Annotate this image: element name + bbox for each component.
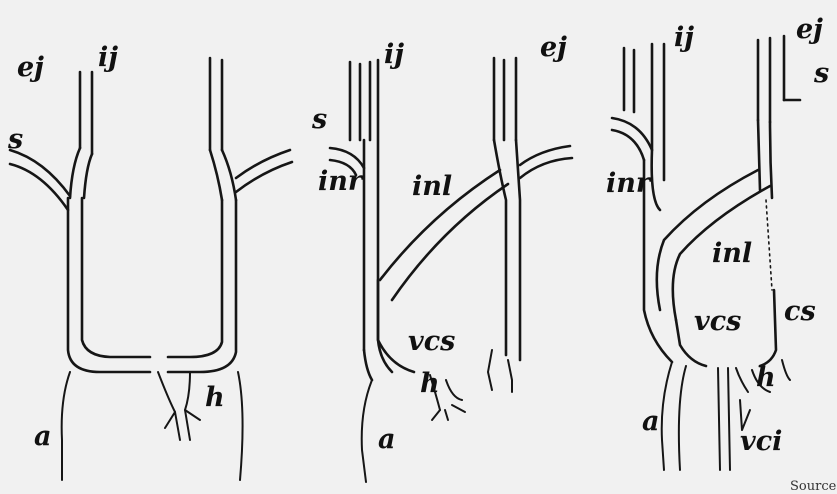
label-h: h	[756, 362, 776, 393]
panel-3: ij ej s inr inl vcs cs h a vci	[606, 14, 829, 470]
panel-1-right-vein	[168, 58, 292, 372]
label-a: a	[34, 421, 52, 452]
source-credit: Source	[790, 479, 837, 494]
label-s: s	[311, 104, 327, 135]
label-ij: ij	[674, 22, 694, 53]
panel-2: s ij ej inr inl vcs h a	[311, 32, 572, 482]
panel-2-left-jugular	[494, 58, 572, 360]
label-vcs: vcs	[408, 326, 455, 357]
label-inl: inl	[712, 238, 752, 269]
label-inl: inl	[412, 171, 452, 202]
panel-3-aorta	[662, 362, 686, 470]
panel-1-left-vein	[10, 72, 150, 372]
panel-1: ej ij s h a	[7, 42, 292, 480]
label-inr: inr	[318, 166, 364, 197]
label-ej: ej	[17, 52, 44, 83]
label-a: a	[378, 424, 396, 455]
label-s: s	[7, 124, 23, 155]
label-ij: ij	[98, 42, 118, 73]
label-a: a	[642, 406, 660, 437]
label-ej: ej	[796, 14, 823, 45]
panel-3-left-jugular	[758, 36, 800, 198]
label-cs: cs	[784, 296, 816, 327]
label-ej: ej	[540, 32, 567, 63]
panel-3-right-jugular	[612, 44, 672, 362]
label-h: h	[420, 368, 440, 399]
label-ij: ij	[384, 39, 404, 70]
panel-3-obliterated	[760, 200, 790, 380]
panel-2-right-jugular	[330, 60, 392, 380]
label-vcs: vcs	[694, 306, 741, 337]
panel-1-hepatic	[158, 372, 200, 440]
label-inr: inr	[606, 168, 652, 199]
label-h: h	[205, 382, 225, 413]
label-s: s	[813, 58, 829, 89]
label-vci: vci	[740, 426, 782, 457]
